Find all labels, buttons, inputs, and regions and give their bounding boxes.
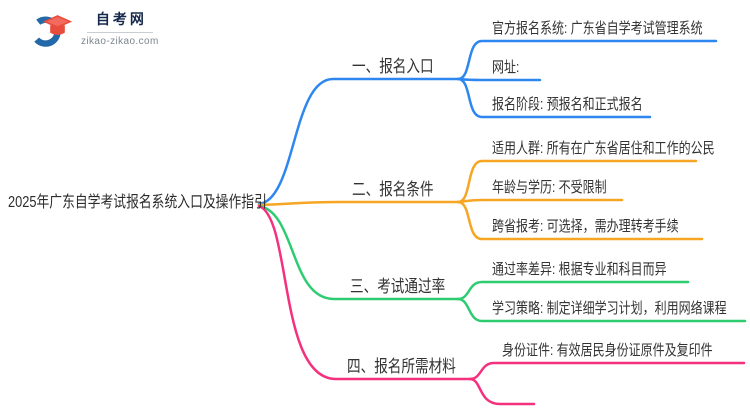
site-url: zikao-zikao.com xyxy=(81,36,159,47)
graduation-cap-icon xyxy=(30,15,73,47)
branch-node-3: 三、考试通过率 xyxy=(350,277,446,296)
leaf-node-2-1: 适用人群: 所有在广东省居住和工作的公民 xyxy=(492,140,715,157)
leaf-node-3-1: 通过率差异: 根据专业和科目而异 xyxy=(492,261,667,278)
logo-divider xyxy=(86,32,153,33)
branch1-wires xyxy=(257,39,718,206)
branch-node-1: 一、报名入口 xyxy=(352,57,434,76)
branch2-wires xyxy=(257,159,704,241)
branch3-wires xyxy=(257,204,747,323)
root-node: 2025年广东自学考试报名系统入口及操作指引 xyxy=(8,194,267,211)
branch-node-4: 四、报名所需材料 xyxy=(347,357,456,376)
branch4-wires xyxy=(257,204,746,406)
leaf-node-2-2: 年龄与学历: 不受限制 xyxy=(492,179,607,196)
leaf-node-4-1: 身份证件: 有效居民身份证原件及复印件 xyxy=(502,342,713,359)
leaf-node-2-3: 跨省报考: 可选择，需办理转考手续 xyxy=(492,218,679,235)
leaf-node-1-1: 官方报名系统: 广东省自学考试管理系统 xyxy=(492,20,703,37)
leaf-node-1-3: 报名阶段: 预报名和正式报名 xyxy=(492,96,643,113)
branch-node-2: 二、报名条件 xyxy=(352,180,434,199)
leaf-node-1-2: 网址: xyxy=(492,59,520,76)
site-logo: 自考网 zikao-zikao.com xyxy=(30,7,159,49)
leaf-node-3-2: 学习策略: 制定详细学习计划，利用网络课程 xyxy=(492,300,727,317)
site-name: 自考网 xyxy=(95,11,147,27)
